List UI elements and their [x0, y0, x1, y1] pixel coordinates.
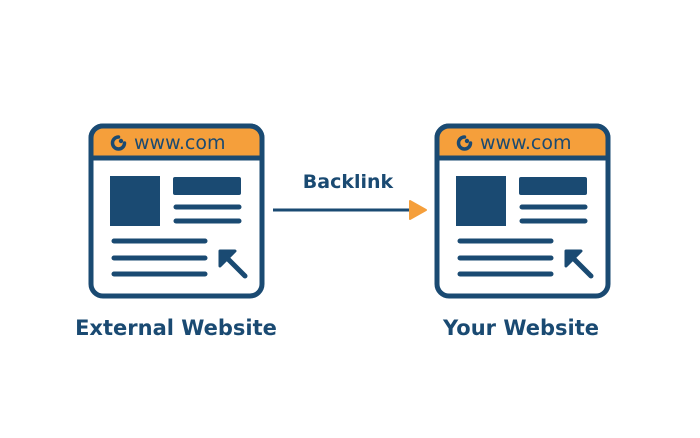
your-website-caption: Your Website [443, 316, 599, 340]
content-heading-bar [519, 177, 587, 195]
your-website-window: www.com [434, 123, 611, 299]
url-text: www.com [134, 132, 226, 154]
url-text: www.com [480, 132, 572, 154]
arrow-cursor-icon [564, 249, 594, 279]
refresh-logo-icon [110, 135, 127, 151]
backlink-arrowhead [409, 200, 427, 220]
content-heading-bar [173, 177, 241, 195]
arrow-cursor-icon [218, 249, 248, 279]
address-bar [434, 123, 611, 161]
backlink-arrow [273, 200, 427, 220]
content-image-block [456, 176, 506, 226]
content-image-block [110, 176, 160, 226]
external-website-caption: External Website [75, 316, 277, 340]
refresh-logo-icon [456, 135, 473, 151]
backlink-label: Backlink [302, 171, 394, 193]
address-bar [88, 123, 265, 161]
external-website-window: www.com [88, 123, 265, 299]
